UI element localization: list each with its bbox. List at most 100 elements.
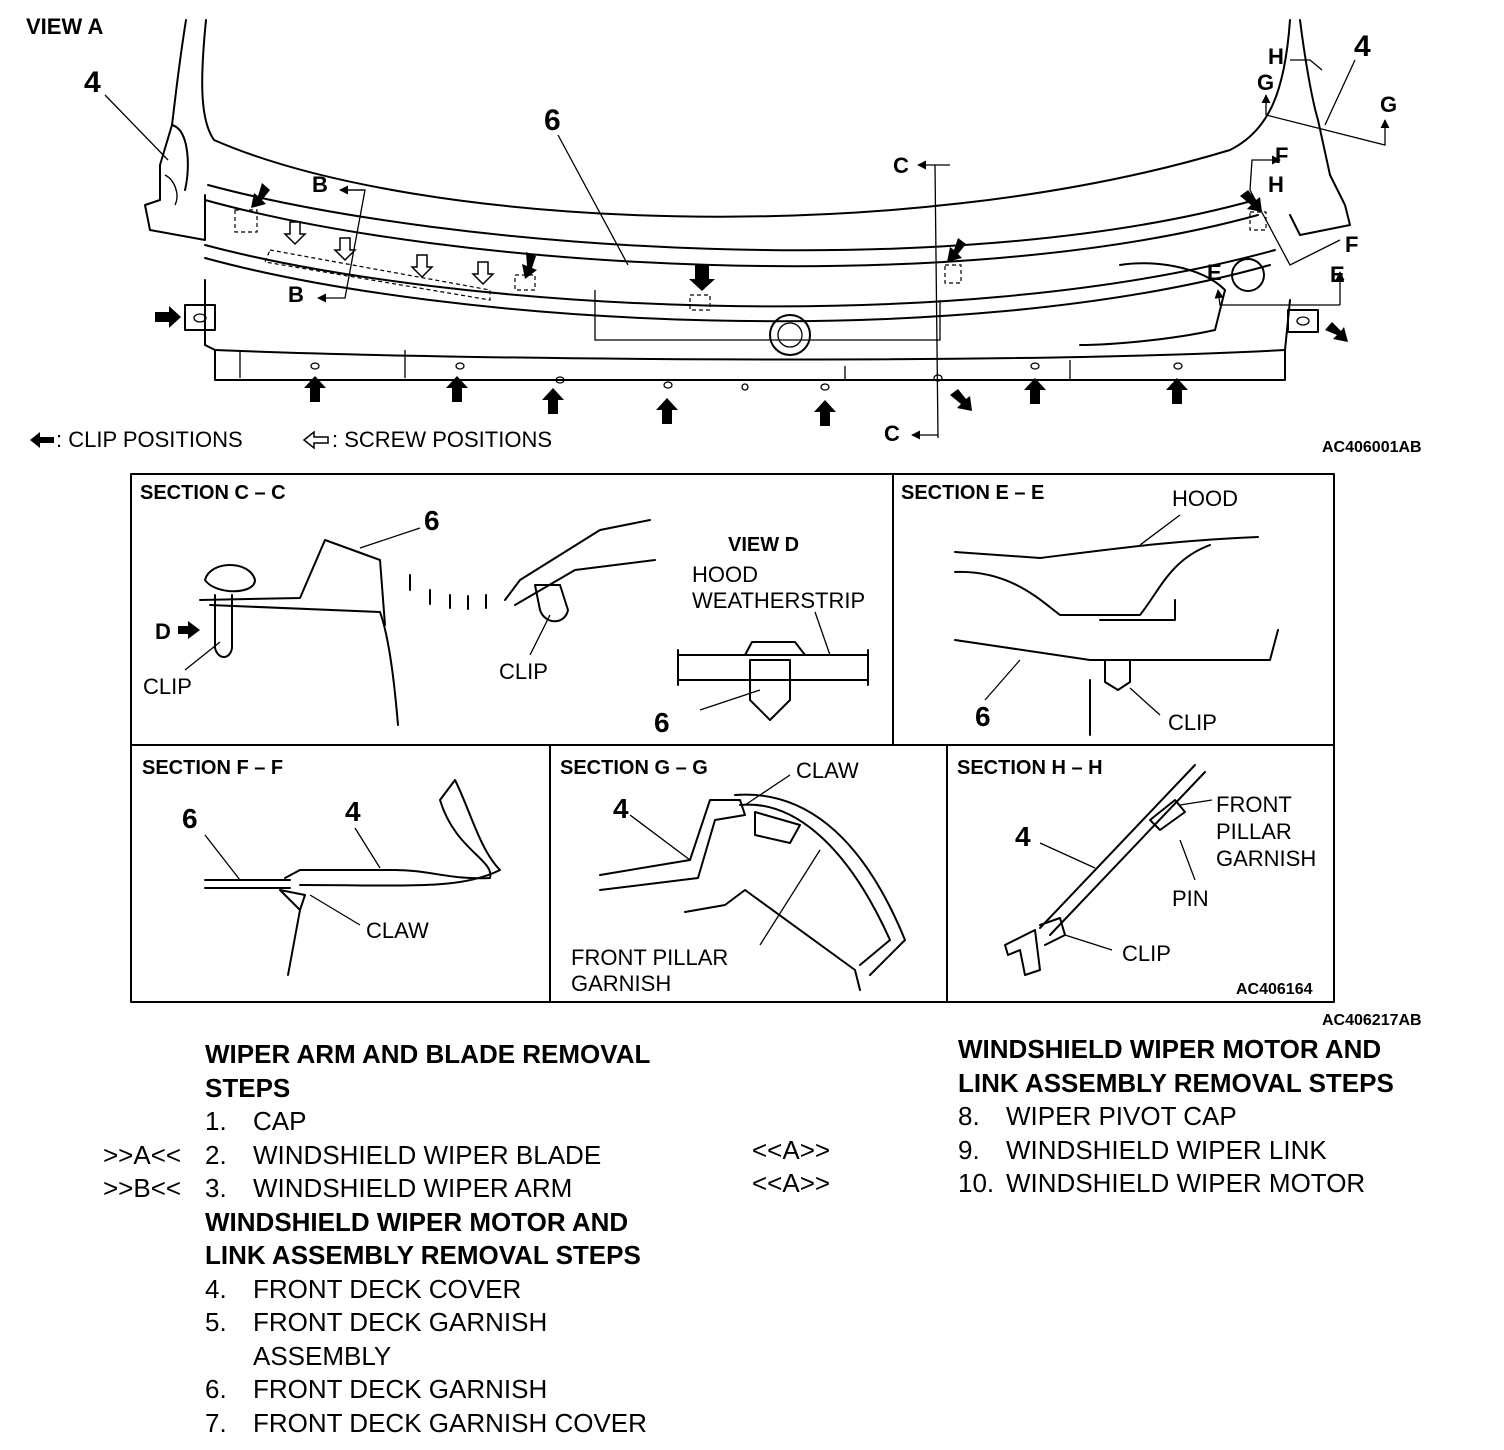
step-mark: <<A>> (752, 1134, 831, 1165)
section-gg-garnish-2: GARNISH (571, 971, 671, 996)
steps-left-heading-1b: STEPS (205, 1072, 291, 1103)
section-gg-claw: CLAW (796, 758, 859, 783)
view-d: VIEW D HOOD WEATHERSTRIP 6 (654, 534, 869, 738)
screw-legend-icon (302, 430, 329, 450)
step-number: 1. (205, 1106, 227, 1136)
section-letter-e-right: E (1330, 262, 1345, 287)
section-e-e: SECTION E – E HOOD 6 CLIP (901, 482, 1279, 736)
section-ff-callout-6: 6 (182, 803, 198, 834)
section-f-f: SECTION F – F 6 4 CLAW (142, 757, 501, 976)
list-item: <<A>> 9. WINDSHIELD WIPER LINK (752, 1134, 1478, 1168)
section-hh-fpg-3: GARNISH (1216, 846, 1316, 871)
steps-left-heading-2b: LINK ASSEMBLY REMOVAL STEPS (205, 1240, 641, 1270)
section-cc-d-arrow (178, 621, 200, 639)
section-cc-clip-right: CLIP (499, 659, 548, 684)
view-a-title: VIEW A (26, 14, 104, 39)
section-letter-c-top: C (893, 153, 909, 178)
section-ee-hood: HOOD (1172, 486, 1238, 511)
view-a: VIEW A (26, 14, 1422, 456)
step-text: FRONT DECK GARNISH (253, 1307, 548, 1337)
section-ff-claw: CLAW (366, 918, 429, 943)
step-number: 6. (205, 1374, 227, 1404)
wiper-diagram: VIEW A (26, 14, 1422, 1029)
section-hh-title: SECTION H – H (957, 757, 1103, 779)
list-item: 6. FRONT DECK GARNISH (205, 1373, 725, 1407)
section-ff-title: SECTION F – F (142, 757, 283, 779)
step-text: WINDSHIELD WIPER BLADE (253, 1139, 602, 1170)
section-letter-c-bottom: C (884, 421, 900, 446)
section-cc-callout-6: 6 (424, 505, 440, 536)
list-item: ASSEMBLY (205, 1340, 725, 1374)
step-number: 8. (958, 1101, 980, 1131)
step-mark: >>A<< (103, 1139, 182, 1170)
view-d-hood: HOOD (692, 562, 758, 587)
steps-right-heading-b: LINK ASSEMBLY REMOVAL STEPS (958, 1067, 1394, 1098)
section-letter-g-left: G (1257, 70, 1274, 95)
view-d-title: VIEW D (728, 534, 799, 556)
step-number: 9. (958, 1134, 980, 1165)
step-text: CAP (253, 1106, 307, 1136)
section-letter-g-right: G (1380, 92, 1397, 117)
section-ee-clip: CLIP (1168, 710, 1217, 735)
section-letter-h-top: H (1268, 44, 1284, 69)
section-hh-fpg-2: PILLAR (1216, 819, 1292, 844)
steps-right-heading-a: WINDSHIELD WIPER MOTOR AND (958, 1034, 1382, 1064)
step-text: WINDSHIELD WIPER MOTOR (1006, 1168, 1366, 1198)
list-item: 1. CAP (205, 1105, 725, 1139)
step-number: 4. (205, 1273, 227, 1304)
section-hh-fpg-1: FRONT (1216, 792, 1292, 817)
section-letter-f-top: F (1275, 143, 1288, 168)
step-number (205, 1340, 253, 1374)
steps-right: WINDSHIELD WIPER MOTOR AND LINK ASSEMBLY… (752, 1033, 1478, 1201)
section-letter-b-bottom: B (288, 282, 304, 307)
section-ee-callout-6: 6 (975, 701, 991, 732)
list-item: 5. FRONT DECK GARNISH (205, 1306, 725, 1340)
view-d-weatherstrip: WEATHERSTRIP (692, 588, 865, 613)
section-letter-b-top: B (312, 172, 328, 197)
step-number: 5. (205, 1307, 227, 1337)
steps-left-heading-2a: WINDSHIELD WIPER MOTOR AND (205, 1206, 629, 1237)
view-d-callout-6: 6 (654, 707, 670, 738)
section-cc-title: SECTION C – C (140, 482, 286, 504)
list-item: 4. FRONT DECK COVER (205, 1273, 725, 1307)
list-item: 8. WIPER PIVOT CAP (958, 1100, 1478, 1134)
callout-6: 6 (544, 104, 561, 137)
step-text: FRONT DECK GARNISH (253, 1374, 548, 1404)
step-number: 2. (205, 1139, 227, 1170)
step-mark: <<A>> (752, 1168, 831, 1198)
section-panels: SECTION C – C 6 CLIP D CLIP VIEW D (130, 473, 1422, 1029)
step-number: 3. (205, 1173, 227, 1203)
section-hh-clip: CLIP (1122, 941, 1171, 966)
step-number: 7. (205, 1407, 227, 1438)
step-number: 10. (958, 1168, 995, 1198)
list-item: >>B<< 3. WINDSHIELD WIPER ARM (103, 1172, 725, 1206)
list-item: <<A>> 10. WINDSHIELD WIPER MOTOR (752, 1167, 1478, 1201)
step-mark: >>B<< (103, 1173, 182, 1203)
screw-legend-label: : SCREW POSITIONS (332, 427, 552, 452)
section-ee-title: SECTION E – E (901, 482, 1044, 504)
section-cc-clip-left: CLIP (143, 674, 192, 699)
list-item: 7. FRONT DECK GARNISH COVER (205, 1407, 725, 1441)
list-item: >>A<< 2. WINDSHIELD WIPER BLADE (103, 1139, 725, 1173)
step-text: FRONT DECK GARNISH COVER (253, 1407, 647, 1438)
section-gg-title: SECTION G – G (560, 757, 708, 779)
view-a-code: AC406001AB (1322, 439, 1422, 456)
clip-legend-label: : CLIP POSITIONS (56, 427, 243, 452)
section-g-g: SECTION G – G CLAW 4 FRONT PILLAR GARNIS… (560, 757, 906, 996)
step-text: WINDSHIELD WIPER LINK (1006, 1134, 1327, 1165)
step-text: FRONT DECK COVER (253, 1273, 522, 1304)
step-text: ASSEMBLY (253, 1340, 392, 1371)
steps-left-heading-1a: WIPER ARM AND BLADE REMOVAL (205, 1039, 651, 1069)
callout-4-right: 4 (1354, 30, 1371, 63)
section-hh-pin: PIN (1172, 886, 1209, 911)
step-text: WINDSHIELD WIPER ARM (253, 1173, 573, 1203)
steps-left: WIPER ARM AND BLADE REMOVAL STEPS 1. CAP… (103, 1038, 725, 1441)
step-text: WIPER PIVOT CAP (1006, 1101, 1237, 1131)
section-hh-callout-4: 4 (1015, 821, 1031, 852)
section-gg-callout-4: 4 (613, 793, 629, 824)
section-letter-e-left: E (1207, 260, 1222, 285)
section-c-c: SECTION C – C 6 CLIP D CLIP (140, 482, 656, 726)
callout-4-left: 4 (84, 66, 101, 99)
section-cc-d-label: D (155, 619, 171, 644)
clip-legend-icon (30, 432, 54, 448)
